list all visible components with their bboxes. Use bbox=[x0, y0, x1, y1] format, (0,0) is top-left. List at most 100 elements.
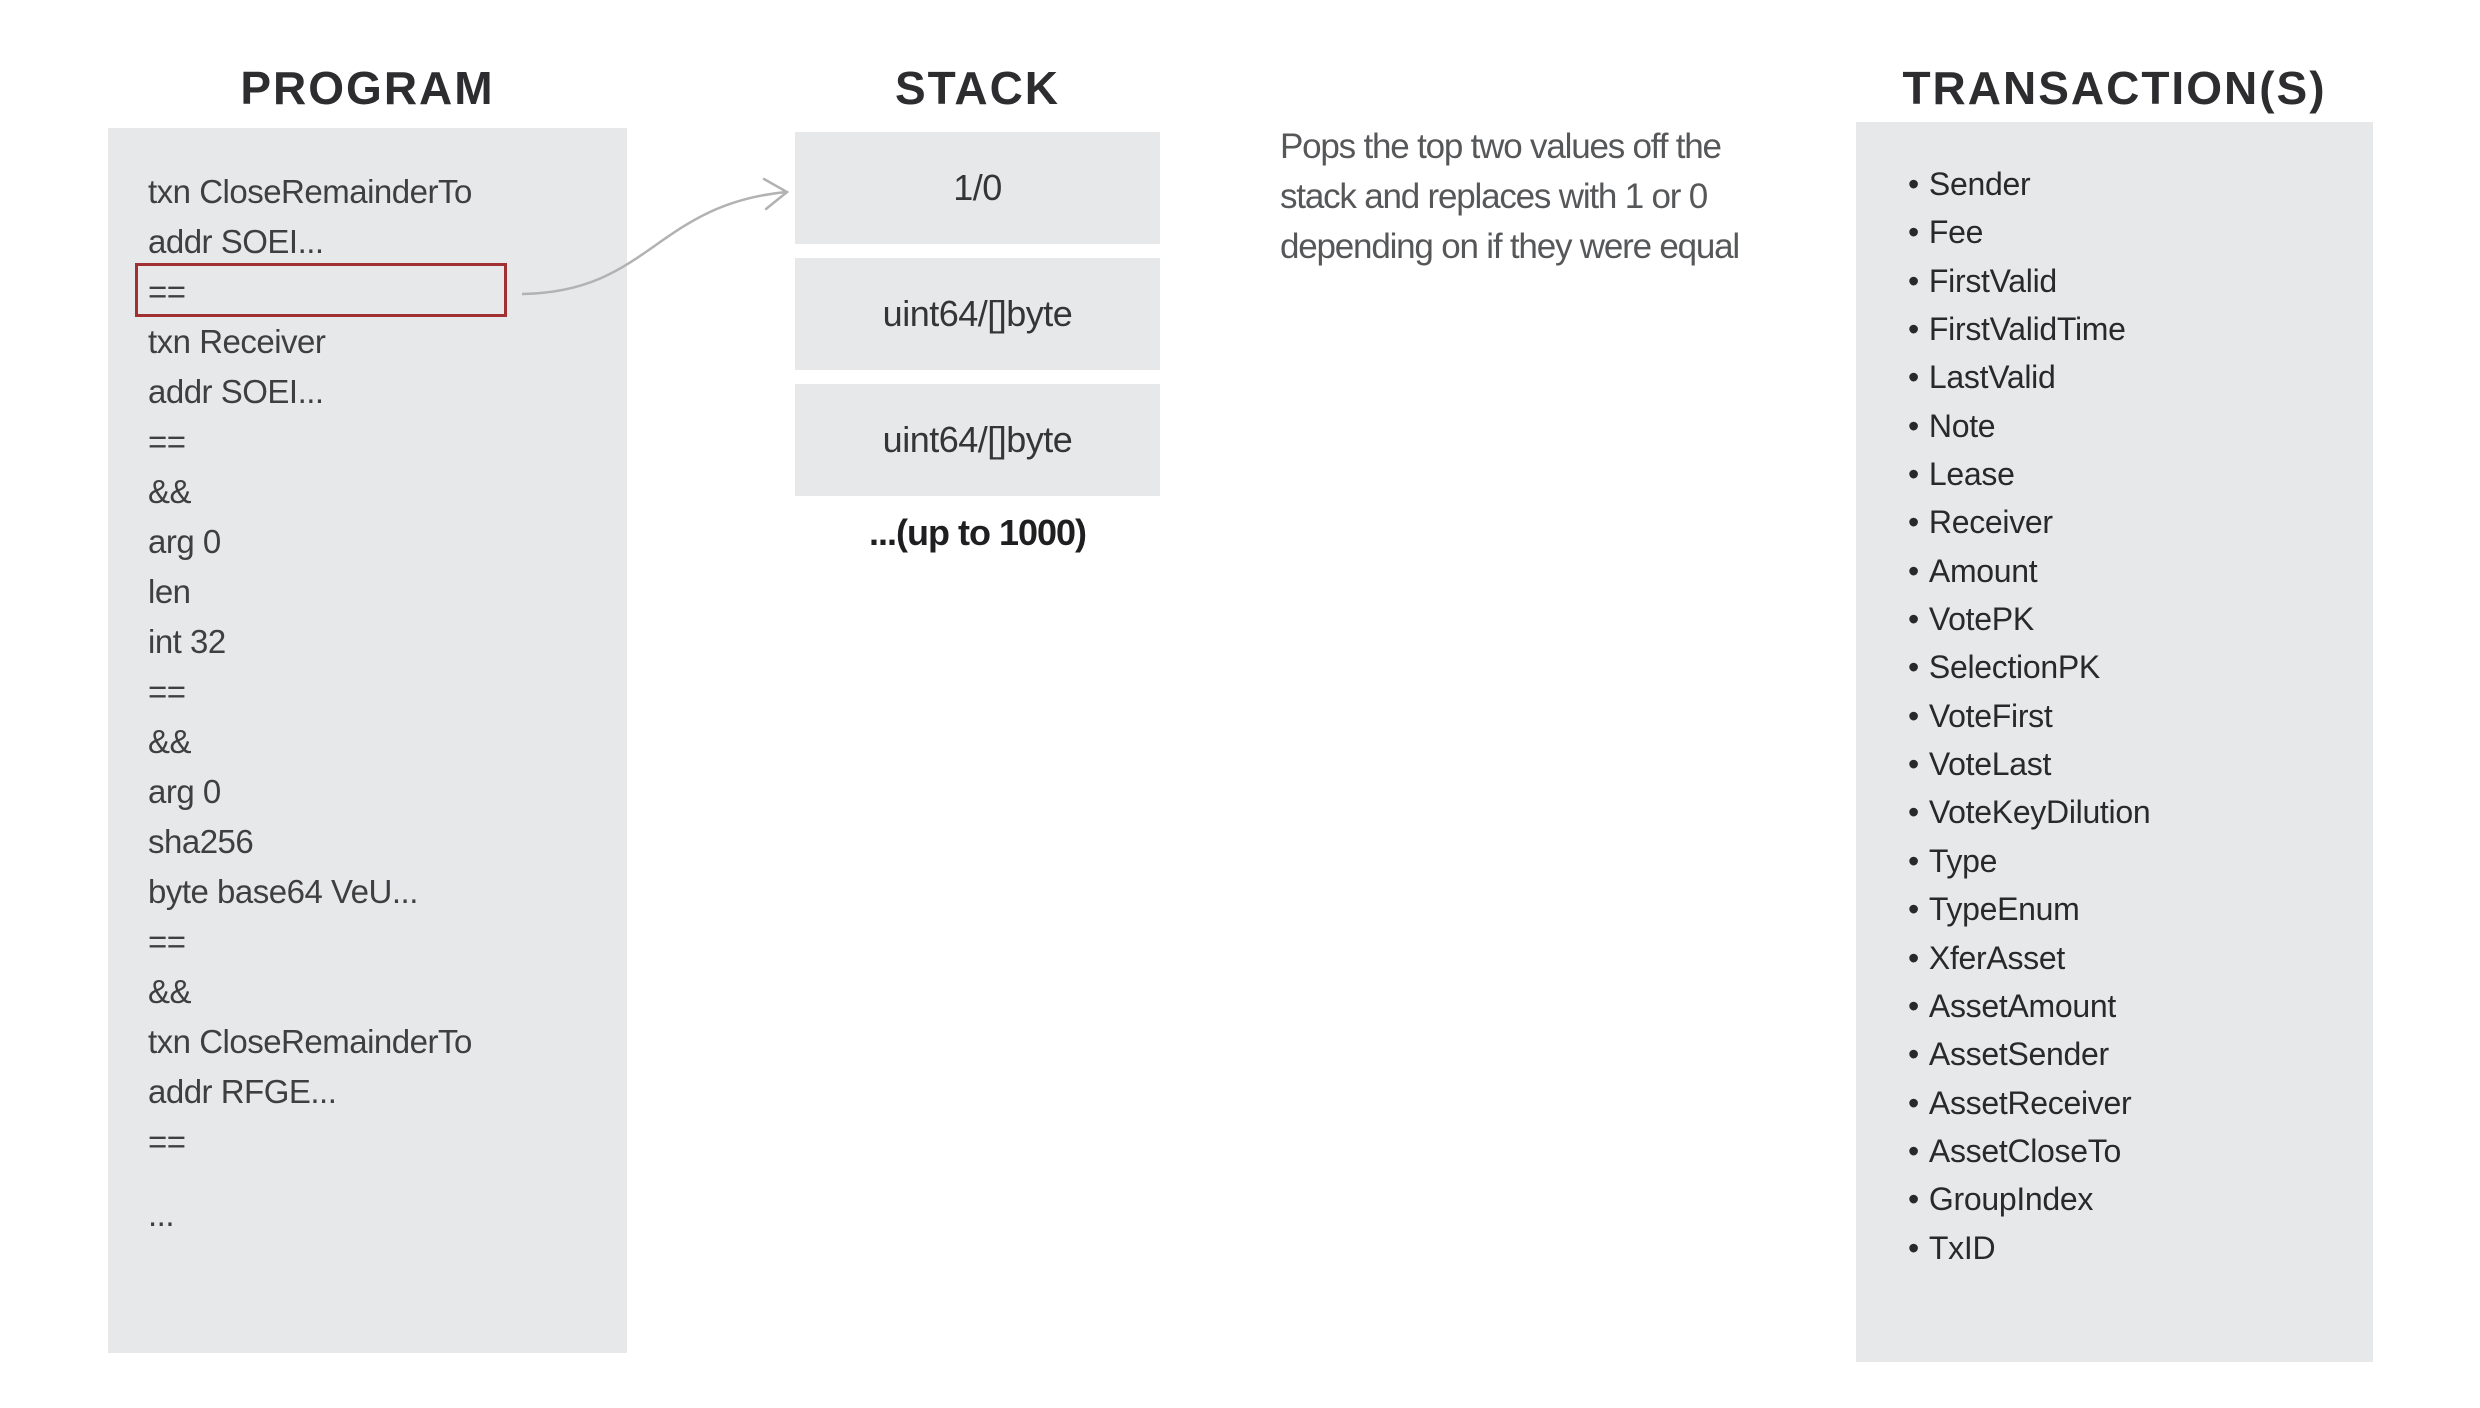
transaction-field-label: Fee bbox=[1928, 214, 1984, 251]
transaction-field-label: GroupIndex bbox=[1928, 1181, 2094, 1218]
transaction-field-item: •AssetCloseTo bbox=[1908, 1127, 2373, 1175]
transaction-field-label: LastValid bbox=[1928, 359, 2056, 396]
bullet-icon: • bbox=[1908, 456, 1919, 493]
flow-arrow-head-icon bbox=[762, 177, 790, 211]
program-code-line: == bbox=[148, 273, 186, 310]
transaction-field-item: •FirstValid bbox=[1908, 257, 2373, 305]
program-code-line: arg 0 bbox=[148, 523, 221, 560]
transaction-field-label: Amount bbox=[1928, 552, 2038, 589]
transaction-field-item: •GroupIndex bbox=[1908, 1175, 2373, 1223]
program-code-line: addr RFGE... bbox=[148, 1073, 337, 1110]
bullet-icon: • bbox=[1908, 891, 1919, 928]
program-code-line: == bbox=[148, 1123, 186, 1160]
program-code-line: byte base64 VeU... bbox=[148, 873, 418, 910]
stack-slot-list: 1/0 uint64/[]byte uint64/[]byte bbox=[795, 132, 1160, 510]
transaction-field-item: •Type bbox=[1908, 837, 2373, 885]
transaction-field-item: •TxID bbox=[1908, 1224, 2373, 1272]
bullet-icon: • bbox=[1908, 504, 1919, 541]
bullet-icon: • bbox=[1908, 552, 1919, 589]
transaction-field-item: •SelectionPK bbox=[1908, 643, 2373, 691]
transactions-panel: •Sender •Fee •FirstValid •FirstValidTime… bbox=[1856, 122, 2373, 1362]
transaction-field-label: AssetReceiver bbox=[1928, 1084, 2132, 1121]
transaction-field-label: SelectionPK bbox=[1928, 649, 2100, 686]
program-column-title: PROGRAM bbox=[240, 62, 495, 114]
description-line: Pops the top two values off the bbox=[1280, 127, 1722, 166]
stack-slot: uint64/[]byte bbox=[795, 258, 1160, 370]
bullet-icon: • bbox=[1908, 746, 1919, 783]
transaction-field-label: FirstValid bbox=[1928, 262, 2057, 299]
stack-slot: 1/0 bbox=[795, 132, 1160, 244]
transaction-field-item: •Note bbox=[1908, 402, 2373, 450]
transaction-field-label: FirstValidTime bbox=[1928, 311, 2126, 348]
stack-capacity-note: ...(up to 1000) bbox=[868, 512, 1087, 553]
program-code-line: && bbox=[148, 973, 192, 1010]
transaction-field-label: TxID bbox=[1928, 1229, 1996, 1266]
program-code-line: == bbox=[148, 423, 186, 460]
program-code-line: && bbox=[148, 473, 192, 510]
bullet-icon: • bbox=[1908, 359, 1919, 396]
highlighted-opcode-box bbox=[135, 263, 507, 317]
transaction-field-item: •XferAsset bbox=[1908, 934, 2373, 982]
bullet-icon: • bbox=[1908, 987, 1919, 1024]
bullet-icon: • bbox=[1908, 262, 1919, 299]
bullet-icon: • bbox=[1908, 601, 1919, 638]
transaction-field-item: •AssetReceiver bbox=[1908, 1079, 2373, 1127]
transaction-field-label: AssetCloseTo bbox=[1928, 1132, 2121, 1169]
transaction-field-label: Lease bbox=[1928, 456, 2015, 493]
transaction-field-label: Receiver bbox=[1928, 504, 2053, 541]
program-code-line: == bbox=[148, 923, 186, 960]
transaction-field-label: Type bbox=[1928, 842, 1998, 879]
transaction-field-label: TypeEnum bbox=[1928, 891, 2080, 928]
transaction-field-item: •Lease bbox=[1908, 450, 2373, 498]
description-line: depending on if they were equal bbox=[1280, 227, 1740, 266]
bullet-icon: • bbox=[1908, 1036, 1919, 1073]
bullet-icon: • bbox=[1908, 311, 1919, 348]
program-code-line: arg 0 bbox=[148, 773, 221, 810]
stack-column-title: STACK bbox=[894, 62, 1061, 114]
transaction-field-item: •FirstValidTime bbox=[1908, 305, 2373, 353]
bullet-icon: • bbox=[1908, 649, 1919, 686]
transaction-field-item: •VoteKeyDilution bbox=[1908, 788, 2373, 836]
bullet-icon: • bbox=[1908, 214, 1919, 251]
bullet-icon: • bbox=[1908, 842, 1919, 879]
program-code-line: ... bbox=[148, 1196, 175, 1233]
bullet-icon: • bbox=[1908, 697, 1919, 734]
transaction-field-label: VoteLast bbox=[1928, 746, 2052, 783]
transaction-field-label: XferAsset bbox=[1928, 939, 2065, 976]
program-code-line: sha256 bbox=[148, 823, 254, 860]
program-code-list: txn CloseRemainderTo addr SOEI... == txn… bbox=[148, 167, 617, 1240]
transaction-field-label: AssetAmount bbox=[1928, 987, 2116, 1024]
transaction-field-item: •TypeEnum bbox=[1908, 885, 2373, 933]
program-panel: txn CloseRemainderTo addr SOEI... == txn… bbox=[108, 128, 627, 1353]
bullet-icon: • bbox=[1908, 166, 1919, 202]
bullet-icon: • bbox=[1908, 1229, 1919, 1266]
bullet-icon: • bbox=[1908, 794, 1919, 831]
program-code-line: txn CloseRemainderTo bbox=[148, 1023, 472, 1060]
description-line: stack and replaces with 1 or 0 bbox=[1280, 177, 1708, 216]
transaction-field-label: AssetSender bbox=[1928, 1036, 2109, 1073]
program-code-line: && bbox=[148, 723, 192, 760]
opcode-description: Pops the top two values off the stack an… bbox=[1280, 122, 1760, 272]
transaction-field-label: VoteKeyDilution bbox=[1928, 794, 2151, 831]
transaction-field-item: •VoteFirst bbox=[1908, 692, 2373, 740]
transaction-field-list: •Sender •Fee •FirstValid •FirstValidTime… bbox=[1856, 122, 2373, 1272]
transaction-field-item: •Sender bbox=[1908, 160, 2373, 208]
bullet-icon: • bbox=[1908, 1181, 1919, 1218]
program-code-line: txn Receiver bbox=[148, 323, 326, 360]
transaction-field-label: Note bbox=[1928, 407, 1996, 444]
program-code-line: addr SOEI... bbox=[148, 373, 324, 410]
transaction-field-item: •AssetSender bbox=[1908, 1030, 2373, 1078]
bullet-icon: • bbox=[1908, 1084, 1919, 1121]
transaction-field-item: •VotePK bbox=[1908, 595, 2373, 643]
transaction-field-item: •Receiver bbox=[1908, 498, 2373, 546]
bullet-icon: • bbox=[1908, 1132, 1919, 1169]
transaction-field-label: VotePK bbox=[1928, 601, 2034, 638]
stack-slot: uint64/[]byte bbox=[795, 384, 1160, 496]
stack-slot-value: 1/0 bbox=[953, 167, 1002, 208]
transaction-field-item: •AssetAmount bbox=[1908, 982, 2373, 1030]
transaction-field-item: •Amount bbox=[1908, 547, 2373, 595]
bullet-icon: • bbox=[1908, 939, 1919, 976]
bullet-icon: • bbox=[1908, 407, 1919, 444]
transaction-field-label: VoteFirst bbox=[1928, 697, 2053, 734]
